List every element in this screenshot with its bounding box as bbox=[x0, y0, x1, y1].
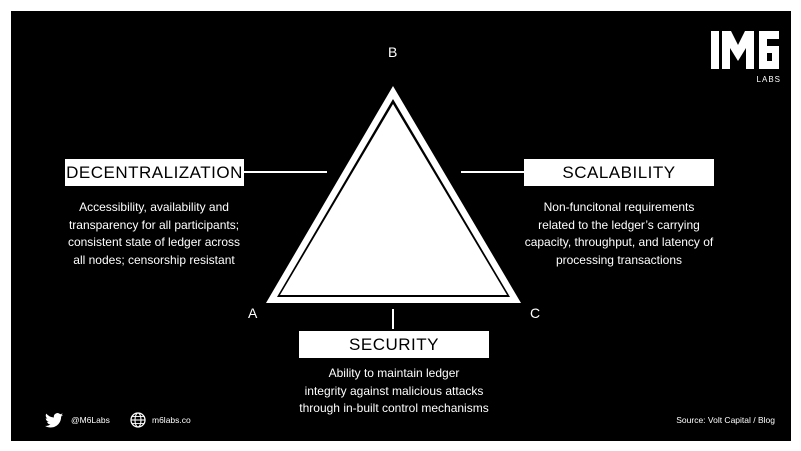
security-description: Ability to maintain ledger integrity aga… bbox=[279, 365, 509, 418]
security-title: SECURITY bbox=[299, 331, 489, 358]
twitter-bird-icon bbox=[45, 412, 63, 428]
scalability-line: processing transactions bbox=[555, 252, 683, 267]
website-link[interactable]: m6labs.co bbox=[130, 412, 191, 428]
scalability-line: capacity, throughput, and latency of bbox=[524, 235, 714, 249]
decentralization-line: transparency for all participants; bbox=[68, 217, 240, 232]
scalability-line: Non-funcitonal requirements bbox=[543, 200, 695, 214]
security-line: through in-built control mechanisms bbox=[299, 401, 489, 415]
vertex-b-label: B bbox=[388, 44, 398, 60]
triangle-inner bbox=[280, 104, 507, 295]
slide: B A C DECENTRALIZATION Accessibility, av… bbox=[11, 11, 791, 441]
security-line: Ability to maintain ledger bbox=[328, 366, 460, 380]
security-line: integrity against malicious attacks bbox=[304, 383, 484, 398]
decentralization-description: Accessibility, availability and transpar… bbox=[54, 199, 254, 269]
vertex-a-label: A bbox=[248, 305, 258, 321]
decentralization-title: DECENTRALIZATION bbox=[65, 159, 244, 186]
source-credit: Source: Volt Capital / Blog bbox=[676, 415, 775, 425]
website-url: m6labs.co bbox=[152, 415, 191, 425]
logo-text: LABS bbox=[756, 75, 781, 84]
decentralization-line: consistent state of ledger across bbox=[67, 235, 241, 249]
twitter-handle: @M6Labs bbox=[71, 415, 110, 425]
scalability-description: Non-funcitonal requirements related to t… bbox=[514, 199, 724, 269]
scalability-title: SCALABILITY bbox=[524, 159, 714, 186]
decentralization-line: all nodes; censorship resistant bbox=[73, 252, 235, 267]
twitter-link[interactable]: @M6Labs bbox=[45, 412, 110, 428]
logo-mark-icon bbox=[711, 31, 779, 69]
globe-icon bbox=[130, 412, 146, 428]
m6-labs-logo: LABS bbox=[711, 31, 783, 91]
trilemma-triangle bbox=[244, 86, 524, 329]
decentralization-line: Accessibility, availability and bbox=[79, 200, 229, 214]
vertex-c-label: C bbox=[530, 305, 541, 321]
scalability-line: related to the ledger’s carrying bbox=[538, 217, 700, 232]
